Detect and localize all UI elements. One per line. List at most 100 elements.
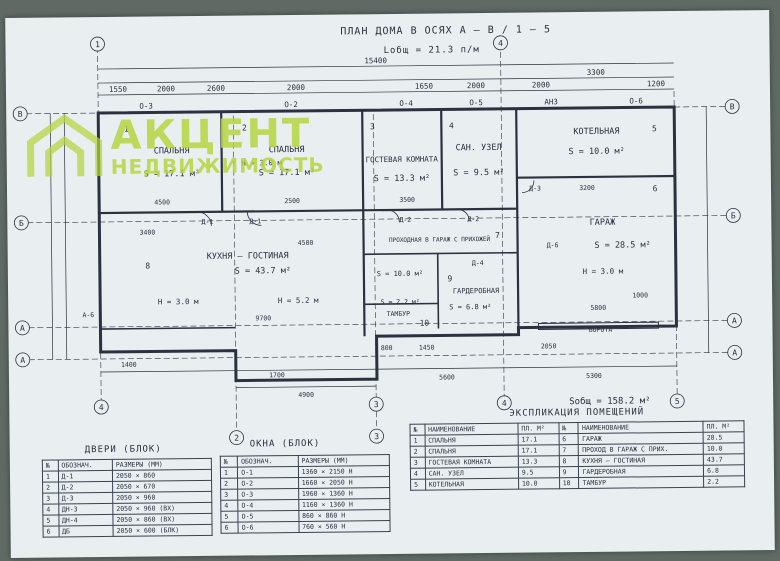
opening-label: О-3 — [139, 101, 153, 110]
axis-line-a1 — [28, 320, 734, 329]
table-cell: 28.5 — [703, 431, 745, 444]
door-mark: Д-4 — [472, 259, 484, 267]
door-mark: Д-6 — [547, 241, 559, 249]
door-mark: Д-2 — [399, 216, 411, 224]
table-cell: 6 — [558, 433, 579, 445]
table-cell: 760 × 560 Н — [298, 520, 391, 533]
room-name: ТАМБУР — [387, 310, 411, 318]
dim-inner: 3400 — [140, 228, 156, 236]
table-cell: О-6 — [238, 521, 299, 534]
axis-label-left-v: В — [18, 110, 23, 119]
table-cell: О-5 — [238, 510, 299, 523]
room-name: ГАРДЕРОБНАЯ — [453, 287, 499, 295]
opening-label: АН3 — [544, 97, 558, 106]
opening-label: О-2 — [284, 100, 298, 109]
axis-line-a2 — [28, 352, 734, 361]
room-area: S = 10.0 м² — [568, 147, 624, 158]
watermark-tagline: НЕДВИЖИМОСТЬ — [110, 152, 325, 179]
table-cell: ТАМБУР — [579, 476, 704, 489]
axis-label-bottom-5: 5 — [675, 397, 680, 406]
dim-top: 1650 — [415, 82, 434, 91]
opening-label: О-5 — [469, 98, 483, 107]
table-cell: 13.3 — [518, 455, 560, 468]
axis-line-b — [27, 215, 733, 224]
axis-label-right-v: В — [730, 102, 735, 111]
axis-label-top-4: 4 — [498, 39, 503, 48]
door-mark: Д-1 — [201, 218, 213, 226]
room-number: 1 — [124, 125, 129, 134]
room-area: S = 6.8 м² — [449, 303, 491, 311]
dim-top: 2000 — [157, 84, 176, 93]
table-cell: 6 — [220, 522, 239, 534]
opening-label: О-6 — [629, 96, 643, 105]
table-cell: 2 — [410, 446, 425, 458]
dim-inner: 9700 — [255, 314, 271, 322]
room-name: КУХНЯ – ГОСТИНАЯ — [207, 251, 289, 262]
table-cell: 6 — [43, 525, 59, 538]
axis-label-left-a1: А — [20, 324, 25, 333]
dim-inner: 1400 — [121, 361, 137, 369]
room-number: 6 — [653, 184, 658, 193]
room-name: ПРОХОДНАЯ В ГАРАЖ С ПРИХОЖЕЙ — [389, 236, 491, 244]
room-area: S = 17.1 м² — [144, 169, 200, 180]
table-cell: 43.7 — [703, 453, 745, 466]
explication-table: № НАИМЕНОВАНИЕ ПЛ. М² № НАИМЕНОВАНИЕ ПЛ.… — [409, 420, 745, 491]
drawing-sheet: ПЛАН ДОМА В ОСЯХ А – В / 1 – 5 Lобщ = 21… — [5, 10, 775, 558]
axis-label-top-1: 1 — [95, 40, 100, 49]
room-number: 4 — [449, 121, 454, 130]
watermark: АКЦЕНТ НЕДВИЖИМОСТЬ — [24, 110, 325, 183]
table-cell: 10.0 — [518, 477, 560, 490]
room-height: H = 5.2 м — [278, 296, 319, 305]
table-cell: 3 — [42, 492, 59, 505]
room-name: ГАРАЖ — [590, 218, 617, 228]
table-cell: 1 — [42, 470, 59, 483]
right-dimension: 3300 — [587, 68, 606, 77]
axis-label-right-a1: А — [732, 316, 737, 325]
windows-table-title: ОКНА (БЛОК) — [249, 438, 321, 450]
room-area: S = 10.0 м² — [377, 270, 423, 278]
room-area: S = 9.5 м² — [453, 168, 504, 179]
table-cell: 8 — [558, 455, 579, 467]
col-header: № — [220, 456, 238, 468]
table-cell: 5 — [42, 514, 59, 527]
dim-top: 2000 — [287, 83, 306, 92]
room-area: S = 43.7 м² — [235, 266, 291, 277]
dim-inner: 4500 — [154, 198, 170, 206]
table-cell: Д-1 — [57, 470, 113, 482]
table-cell: О-4 — [237, 499, 299, 512]
axis-label-bottom-1: 4 — [99, 403, 104, 412]
dim-inner: 4900 — [298, 391, 314, 399]
table-cell: 2 — [220, 478, 238, 490]
table-cell: ДБ — [58, 525, 114, 537]
opening-label: О-4 — [399, 99, 413, 108]
watermark-name: АКЦЕНТ — [110, 110, 312, 159]
axis-label-bottom-2: 2 — [234, 434, 239, 443]
table-cell: ДН-4 — [58, 514, 113, 526]
room-name: САН. УЗЕЛ — [455, 143, 501, 153]
room-area: S = 2.2 м² — [381, 298, 420, 306]
door-mark: Д-2 — [467, 215, 479, 223]
table-cell: О-3 — [237, 488, 299, 501]
dim-inner: 3500 — [399, 196, 415, 204]
axis-label-bottom-3: 3 — [374, 432, 379, 441]
room-number: 8 — [145, 262, 150, 271]
dim-inner: 800 — [381, 344, 393, 352]
dim-inner: 1700 — [269, 371, 285, 379]
axis-line-3 — [372, 114, 377, 435]
room-number: 5 — [652, 124, 657, 133]
room-area: S = 13.3 м² — [374, 174, 430, 185]
dim-inner: 3200 — [579, 184, 595, 192]
table-cell: 10 — [559, 477, 580, 489]
col-header: ОБОЗНАЧ. — [57, 459, 113, 471]
dim-inner: 2500 — [284, 197, 300, 205]
table-cell: 4 — [42, 503, 59, 516]
axis-line-2 — [232, 115, 237, 436]
room-height: H = 3.0 м — [241, 158, 282, 167]
dim-inner: 5800 — [590, 304, 606, 312]
table-cell: 2.2 — [703, 475, 745, 488]
table-cell: КОТЕЛЬНАЯ — [425, 478, 519, 491]
